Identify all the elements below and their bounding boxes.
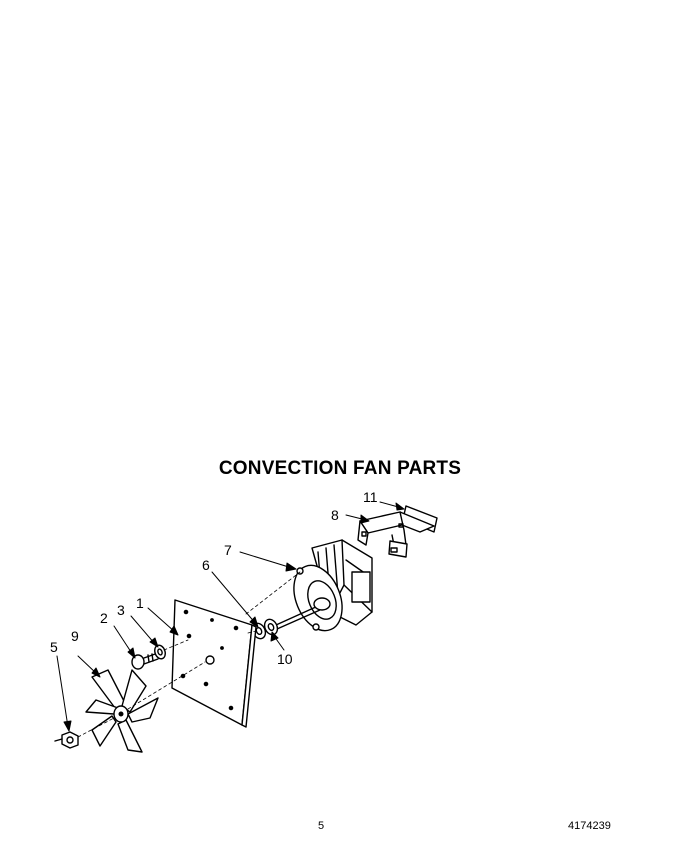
callout-9: 8 xyxy=(331,507,339,523)
callout-labels: 11 8 7 6 10 1 3 2 9 5 xyxy=(50,489,378,667)
assembly-centerlines xyxy=(77,571,301,738)
callout-leaders xyxy=(56,501,405,732)
callout-3: 3 xyxy=(117,602,125,618)
document-number: 4174239 xyxy=(568,820,611,832)
callout-2: 2 xyxy=(100,610,108,626)
callout-7: 7 xyxy=(224,542,232,558)
part-3-lockwasher xyxy=(154,644,166,660)
motor-assembly xyxy=(275,539,373,632)
callout-6: 9 xyxy=(71,628,79,644)
callout-11: 11 xyxy=(363,489,378,505)
part-2-screw xyxy=(131,652,159,670)
part-1-mounting-plate xyxy=(171,599,257,728)
callout-1: 1 xyxy=(136,595,144,611)
callout-10: 10 xyxy=(277,651,293,667)
part-9-bracket xyxy=(357,511,435,558)
page-number: 5 xyxy=(318,820,325,832)
diagram-title: CONVECTION FAN PARTS xyxy=(218,458,462,479)
part-6-fan-blade xyxy=(85,669,159,753)
part-5-nut xyxy=(54,731,79,749)
callout-5: 5 xyxy=(50,639,58,655)
callout-8: 6 xyxy=(202,557,210,573)
